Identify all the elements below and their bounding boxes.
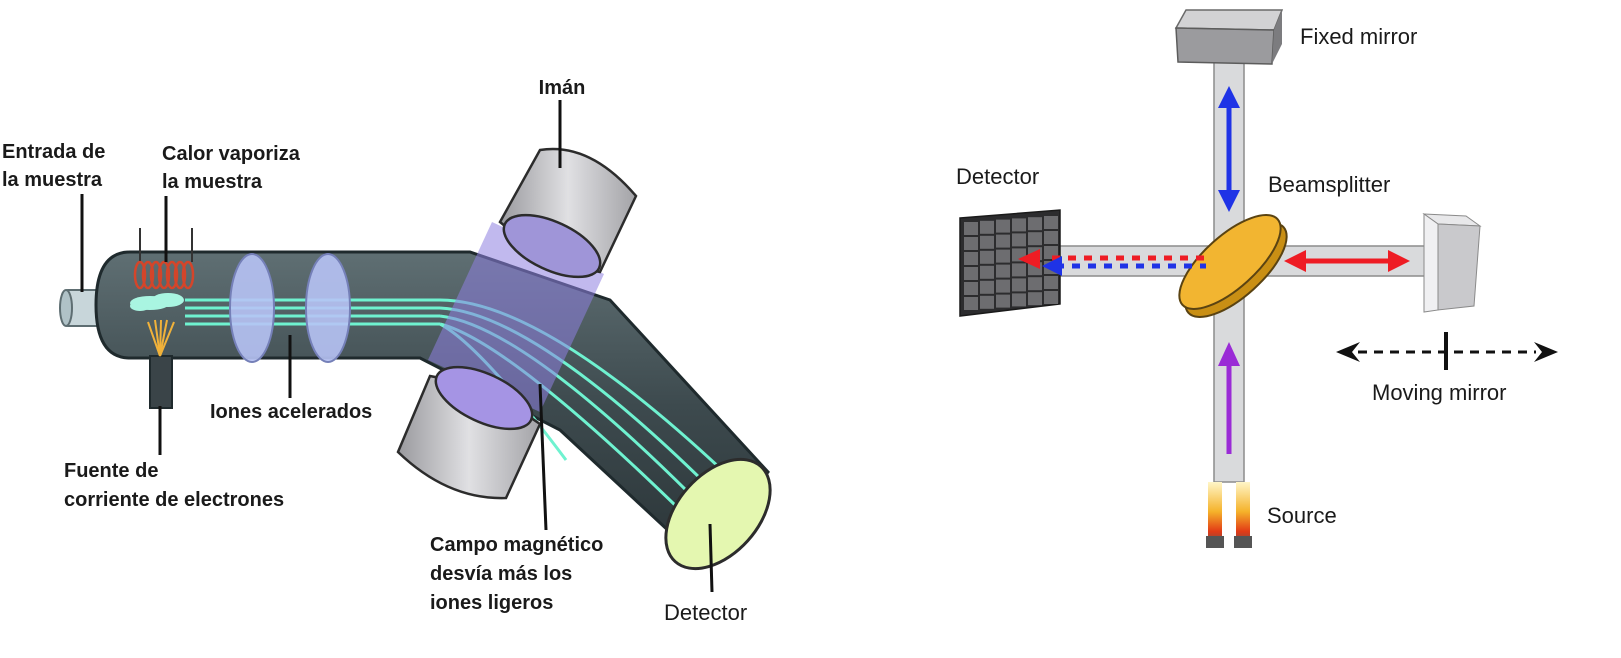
electron-spray: [147, 319, 175, 357]
detector-pixel: [964, 297, 978, 310]
fixed-mirror: [1174, 9, 1284, 65]
detector-pixel: [1012, 218, 1026, 232]
label-sample-inlet: Entrada de la muestra: [2, 141, 111, 191]
magnet-top: [498, 147, 638, 279]
label-heat-line2: la muestra: [162, 171, 263, 193]
label-magnetic-field-line3: iones ligeros: [430, 592, 553, 614]
detector-pixel: [1028, 277, 1042, 291]
label-magnet: Imán: [539, 77, 586, 99]
label-moving-mirror: Moving mirror: [1372, 380, 1506, 405]
leader-lines: [80, 100, 714, 593]
detector-pixel: [980, 250, 994, 264]
beamsplitter: [1178, 214, 1288, 318]
detector-pixel: [964, 237, 978, 250]
mass-spectrometer: Imán Entrada de la muestra Calor vaporiz…: [2, 77, 772, 625]
label-heat-line1: Calor vaporiza: [162, 143, 301, 165]
detector-pixel: [996, 219, 1010, 233]
label-electron-source-line2: corriente de electrones: [64, 489, 284, 511]
sample-vapor: [130, 293, 184, 311]
detector-pixel: [980, 280, 994, 294]
detector-pixel: [1012, 278, 1026, 292]
detector-pixel: [1028, 217, 1042, 231]
detector-pixel: [996, 294, 1010, 308]
label-fixed-mirror: Fixed mirror: [1300, 24, 1417, 49]
label-magnetic-field-line2: desvía más los: [430, 563, 572, 585]
label-sample-inlet-line1: Entrada de: [2, 141, 105, 163]
interferometer: Fixed mirror Beamsplitter Detector Movin…: [956, 9, 1558, 548]
detector-pixel: [964, 252, 978, 265]
moving-mirror: [1422, 213, 1482, 313]
label-ms-detector: Detector: [664, 600, 747, 625]
detector-pixel: [1028, 292, 1042, 306]
detector-pixel: [980, 265, 994, 279]
detector-pixel: [964, 267, 978, 280]
detector-pixel: [1044, 231, 1058, 244]
label-electron-source: Fuente de corriente de electrones: [64, 460, 284, 511]
interferometer-detector: [959, 209, 1061, 317]
arrow-moving-mirror: [1336, 332, 1558, 370]
detector-pixel: [996, 279, 1010, 293]
detector-pixel: [980, 220, 994, 234]
heating-coil: [133, 228, 195, 290]
detector-pixel: [1044, 276, 1058, 289]
detector-pixel: [1012, 263, 1026, 277]
arrow-horizontal-red: [1284, 250, 1410, 272]
detector-pixel: [1012, 233, 1026, 247]
arrow-to-detector: [1018, 249, 1206, 276]
label-electron-source-line1: Fuente de: [64, 460, 158, 482]
detector-pixel: [1044, 216, 1058, 229]
light-source: [1206, 482, 1252, 548]
electron-source: [147, 319, 175, 409]
detector-pixel: [1012, 293, 1026, 307]
label-magnetic-field-line1: Campo magnético: [430, 534, 603, 556]
label-interferometer-detector: Detector: [956, 164, 1039, 189]
detector-pixel: [1028, 232, 1042, 246]
detector-pixel: [1044, 291, 1058, 304]
accelerator-plates: [229, 253, 351, 363]
magnet-bottom: [396, 365, 542, 500]
label-beamsplitter: Beamsplitter: [1268, 172, 1390, 197]
label-sample-inlet-line2: la muestra: [2, 169, 103, 191]
detector-pixel: [996, 249, 1010, 263]
detector-pixel: [996, 234, 1010, 248]
detector-pixel: [964, 222, 978, 235]
label-accelerated-ions: Iones acelerados: [210, 401, 372, 423]
label-magnetic-field: Campo magnético desvía más los iones lig…: [430, 534, 609, 614]
ms-detector: [664, 457, 772, 571]
detector-pixel: [964, 282, 978, 295]
arrow-vertical-blue: [1218, 86, 1240, 212]
label-heat: Calor vaporiza la muestra: [162, 143, 305, 193]
detector-pixel: [996, 264, 1010, 278]
detector-pixel: [980, 295, 994, 309]
detector-pixel: [980, 235, 994, 249]
label-source: Source: [1267, 503, 1337, 528]
arrow-source-purple: [1218, 342, 1240, 454]
